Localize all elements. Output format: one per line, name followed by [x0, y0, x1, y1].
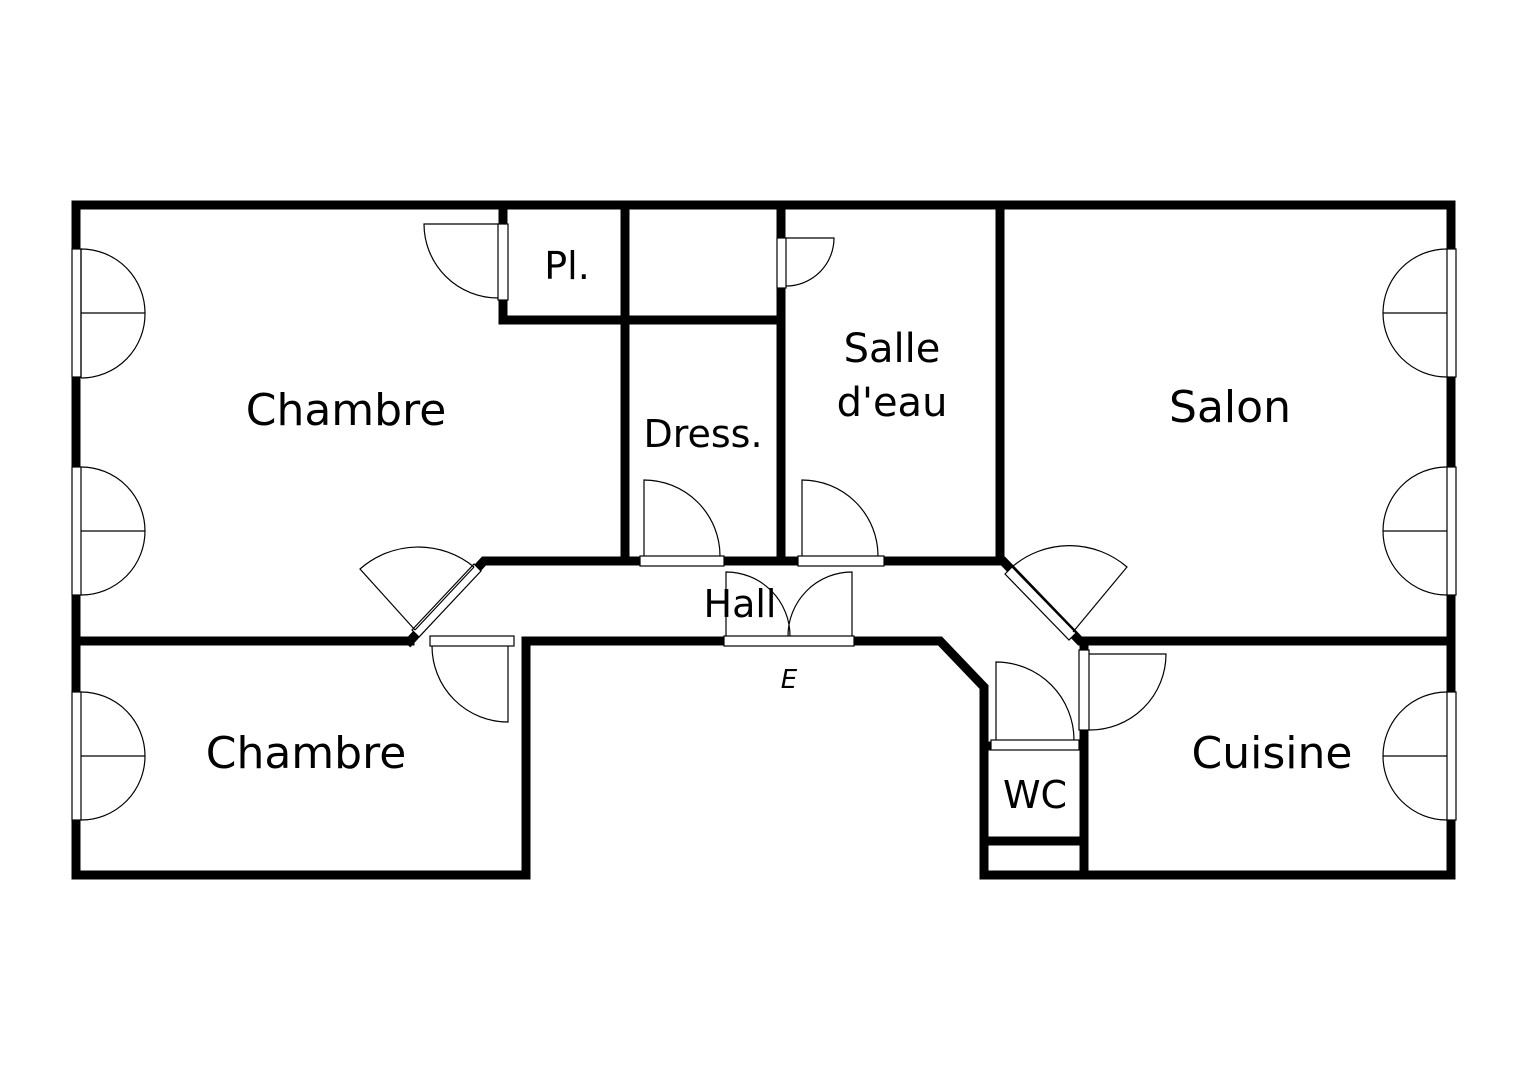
- window-salon-upper: [1382, 248, 1457, 378]
- door-dressing: [639, 479, 725, 567]
- door-placard: [423, 223, 509, 301]
- room-label-cuisine: Cuisine: [1192, 728, 1353, 779]
- door-wc: [990, 661, 1080, 751]
- door-chambre-2: [429, 635, 515, 723]
- door-cuisine: [1078, 649, 1167, 731]
- room-labels: Chambre Pl. Dress. Salle d'eau Salon Hal…: [206, 244, 1353, 817]
- door-salon: [1004, 545, 1128, 641]
- room-label-salle-eau-line1: Salle: [844, 326, 941, 372]
- entrance-door: [723, 571, 855, 647]
- window-cuisine: [1382, 691, 1457, 821]
- window-chambre-1-lower: [71, 466, 146, 596]
- window-chambre-1-upper: [71, 248, 146, 379]
- door-chambre-1: [359, 546, 482, 638]
- room-label-salon: Salon: [1169, 382, 1291, 433]
- doors: [359, 223, 1167, 751]
- room-label-hall: Hall: [704, 582, 777, 626]
- entrance-label: E: [781, 665, 798, 695]
- door-salle-eau-top: [776, 237, 835, 289]
- room-label-wc: WC: [1003, 773, 1067, 817]
- room-label-chambre-1: Chambre: [246, 385, 447, 436]
- room-label-placard: Pl.: [544, 244, 590, 288]
- room-label-dressing: Dress.: [643, 412, 762, 456]
- room-label-salle-eau-line2: d'eau: [837, 380, 948, 426]
- room-label-chambre-2: Chambre: [206, 728, 407, 779]
- windows: [71, 248, 1457, 821]
- window-chambre-2: [71, 691, 146, 821]
- door-salle-eau: [797, 479, 885, 567]
- window-salon-lower: [1382, 466, 1457, 596]
